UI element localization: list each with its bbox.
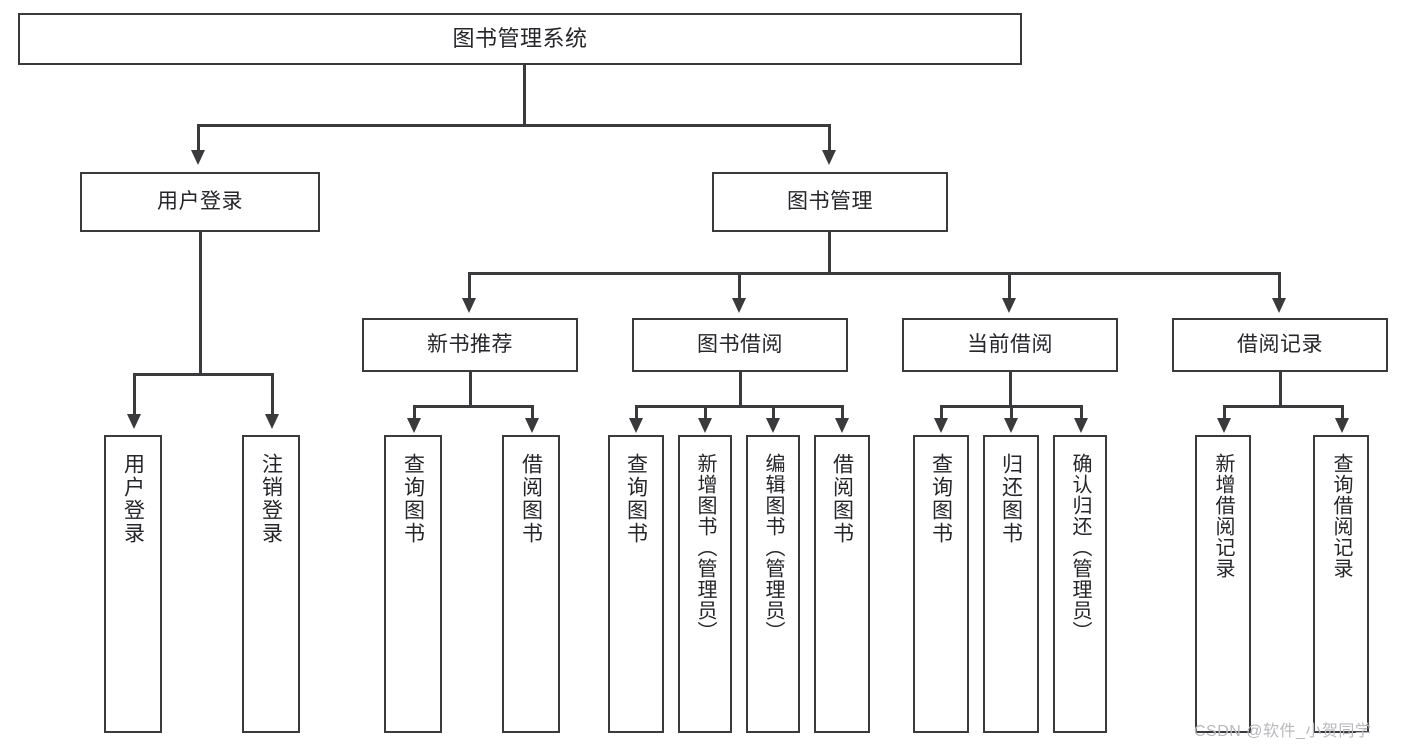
node-label: 借阅图书 bbox=[830, 453, 854, 545]
arrowhead-to-new-books bbox=[462, 298, 476, 313]
node-label: 当前借阅 bbox=[967, 333, 1053, 357]
connector-to-leaf-5 bbox=[704, 405, 707, 419]
connector-user-login-bus bbox=[133, 373, 273, 376]
connector-to-leaf-0 bbox=[133, 373, 136, 415]
node-label: 查询借阅记录 bbox=[1330, 453, 1352, 579]
connector-to-current-borrow bbox=[1008, 272, 1011, 299]
arrowhead-to-leaf-10 bbox=[1074, 418, 1088, 433]
node-label: 查询图书 bbox=[929, 453, 953, 545]
connector-to-user-login bbox=[197, 124, 200, 151]
connector-to-leaf-12 bbox=[1341, 405, 1344, 419]
connector-borrow-stem bbox=[739, 372, 742, 406]
node-new-book-recommend[interactable]: 新书推荐 bbox=[362, 318, 578, 372]
node-label: 新增图书（管理员） bbox=[694, 453, 716, 642]
connector-to-leaf-2 bbox=[413, 405, 416, 419]
leaf-edit-book-admin[interactable]: 编辑图书（管理员） bbox=[746, 435, 800, 733]
csdn-watermark: CSDN @软件_小贺同学 bbox=[1194, 723, 1372, 740]
leaf-add-borrow-record[interactable]: 新增借阅记录 bbox=[1195, 435, 1251, 733]
node-label: 编辑图书（管理员） bbox=[762, 453, 784, 642]
node-label: 图书借阅 bbox=[697, 333, 783, 357]
node-label: 新增借阅记录 bbox=[1212, 453, 1234, 579]
node-book-management[interactable]: 图书管理 bbox=[712, 172, 948, 232]
arrowhead-to-leaf-1 bbox=[265, 414, 279, 429]
leaf-query-book-new[interactable]: 查询图书 bbox=[384, 435, 442, 733]
arrowhead-to-leaf-12 bbox=[1335, 418, 1349, 433]
connector-new-books-bus bbox=[413, 405, 533, 408]
node-label: 查询图书 bbox=[401, 453, 425, 545]
connector-to-leaf-10 bbox=[1080, 405, 1083, 419]
node-borrow-record[interactable]: 借阅记录 bbox=[1172, 318, 1388, 372]
connector-borrow-record-bus bbox=[1223, 405, 1343, 408]
connector-new-books-stem bbox=[469, 372, 472, 406]
connector-to-leaf-3 bbox=[531, 405, 534, 419]
arrowhead-to-leaf-8 bbox=[934, 418, 948, 433]
leaf-confirm-return-admin[interactable]: 确认归还（管理员） bbox=[1053, 435, 1107, 733]
node-user-login[interactable]: 用户登录 bbox=[80, 172, 320, 232]
node-label: 归还图书 bbox=[999, 453, 1023, 545]
arrowhead-to-leaf-3 bbox=[525, 418, 539, 433]
connector-level3-bus bbox=[468, 272, 1280, 275]
connector-to-leaf-6 bbox=[772, 405, 775, 419]
node-label: 用户登录 bbox=[121, 453, 145, 545]
node-book-borrow[interactable]: 图书借阅 bbox=[632, 318, 848, 372]
connector-user-login-stem bbox=[199, 232, 202, 374]
connector-root-stem-main bbox=[523, 65, 526, 125]
leaf-add-book-admin[interactable]: 新增图书（管理员） bbox=[678, 435, 732, 733]
arrowhead-to-leaf-4 bbox=[629, 418, 643, 433]
connector-borrow-bus bbox=[635, 405, 843, 408]
connector-to-leaf-11 bbox=[1223, 405, 1226, 419]
leaf-borrow-book[interactable]: 借阅图书 bbox=[814, 435, 870, 733]
arrowhead-to-leaf-9 bbox=[1004, 418, 1018, 433]
arrowhead-to-leaf-5 bbox=[698, 418, 712, 433]
node-label: 新书推荐 bbox=[427, 333, 513, 357]
arrowhead-to-user-login bbox=[191, 150, 205, 165]
leaf-return-book[interactable]: 归还图书 bbox=[983, 435, 1039, 733]
node-label: 图书管理 bbox=[787, 190, 873, 214]
connector-to-borrow-records bbox=[1278, 272, 1281, 299]
connector-borrow-record-stem bbox=[1279, 372, 1282, 406]
node-label: 借阅记录 bbox=[1237, 333, 1323, 357]
connector-to-book-mgmt bbox=[828, 124, 831, 151]
leaf-user-login[interactable]: 用户登录 bbox=[104, 435, 162, 733]
arrowhead-to-leaf-2 bbox=[407, 418, 421, 433]
arrowhead-to-leaf-0 bbox=[127, 414, 141, 429]
arrowhead-to-leaf-6 bbox=[766, 418, 780, 433]
connector-to-leaf-4 bbox=[635, 405, 638, 419]
leaf-borrow-book-new[interactable]: 借阅图书 bbox=[502, 435, 560, 733]
connector-to-borrow bbox=[738, 272, 741, 299]
connector-to-leaf-1 bbox=[271, 373, 274, 415]
node-label: 借阅图书 bbox=[519, 453, 543, 545]
leaf-logout[interactable]: 注销登录 bbox=[242, 435, 300, 733]
leaf-query-borrow-record[interactable]: 查询借阅记录 bbox=[1313, 435, 1369, 733]
connector-to-leaf-9 bbox=[1010, 405, 1013, 419]
leaf-query-book-current[interactable]: 查询图书 bbox=[913, 435, 969, 733]
arrowhead-to-borrow bbox=[732, 298, 746, 313]
arrowhead-to-current-borrow bbox=[1002, 298, 1016, 313]
arrowhead-to-leaf-7 bbox=[835, 418, 849, 433]
connector-level2-bus bbox=[197, 124, 831, 127]
connector-book-mgmt-stem bbox=[828, 232, 831, 273]
node-label: 注销登录 bbox=[259, 453, 283, 545]
connector-to-new-books bbox=[468, 272, 471, 299]
node-root-system[interactable]: 图书管理系统 bbox=[18, 13, 1022, 65]
node-label: 确认归还（管理员） bbox=[1069, 453, 1091, 642]
node-label: 用户登录 bbox=[157, 190, 243, 214]
leaf-query-book-borrow[interactable]: 查询图书 bbox=[608, 435, 664, 733]
connector-current-borrow-stem bbox=[1009, 372, 1012, 406]
node-label: 查询图书 bbox=[624, 453, 648, 545]
arrowhead-to-borrow-records bbox=[1272, 298, 1286, 313]
connector-to-leaf-8 bbox=[940, 405, 943, 419]
arrowhead-to-book-mgmt bbox=[822, 150, 836, 165]
arrowhead-to-leaf-11 bbox=[1217, 418, 1231, 433]
connector-to-leaf-7 bbox=[841, 405, 844, 419]
node-label: 图书管理系统 bbox=[452, 25, 588, 51]
node-current-borrow[interactable]: 当前借阅 bbox=[902, 318, 1118, 372]
